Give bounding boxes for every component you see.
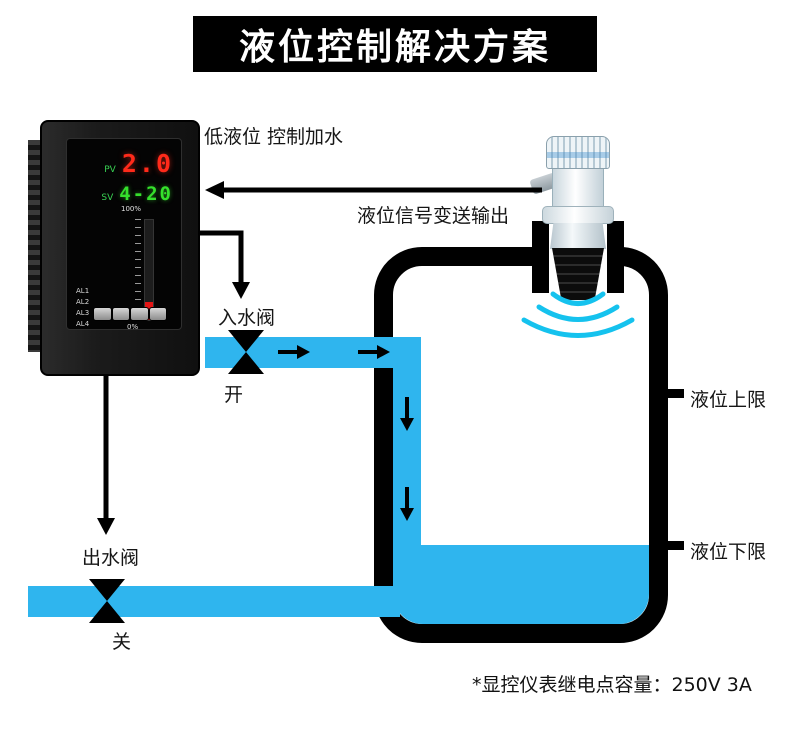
controller-display: PV 2.0 SV 4-20 100% 0% AL1 AL2 AL3 AL4 <box>66 138 182 331</box>
footnote: *显控仪表继电点容量：250V 3A <box>472 674 752 696</box>
pv-label: PV <box>104 165 116 175</box>
valve-close-label: 关 <box>112 631 132 653</box>
alarm-label: AL4 <box>76 320 90 328</box>
controller-buttons <box>93 307 167 321</box>
sensor-cap-band <box>547 152 609 158</box>
page-title: 液位控制解决方案 <box>193 16 597 72</box>
ultrasonic-sensor-body <box>552 169 604 209</box>
sensor-transducer-cone <box>552 248 604 300</box>
inlet-downpipe <box>393 337 421 552</box>
bargraph-ticks <box>135 219 141 321</box>
sv-value: 4-20 <box>119 183 173 205</box>
low-level-note-label: 低液位 控制加水 <box>204 126 344 148</box>
tank-water <box>393 545 649 624</box>
outlet-pipe <box>28 586 400 617</box>
bargraph-scale-top: 100% <box>121 205 142 213</box>
level-controller-device: PV 2.0 SV 4-20 100% 0% AL1 AL2 AL3 AL4 <box>28 120 200 376</box>
signal-arrow-icon <box>205 181 542 199</box>
inlet-pipe <box>205 337 421 368</box>
controller-body: PV 2.0 SV 4-20 100% 0% AL1 AL2 AL3 AL4 <box>40 120 200 376</box>
controller-button[interactable] <box>148 307 167 321</box>
signal-output-label: 液位信号变送输出 <box>357 205 510 227</box>
controller-button[interactable] <box>111 307 130 321</box>
alarm-label: AL2 <box>76 298 90 306</box>
pv-row: PV 2.0 <box>73 149 173 178</box>
sensor-mount-bracket-right <box>607 221 624 293</box>
pv-value: 2.0 <box>121 149 173 178</box>
valve-open-label: 开 <box>224 384 244 406</box>
controller-button[interactable] <box>93 307 112 321</box>
alarm-label: AL3 <box>76 309 90 317</box>
alarm-labels: AL1 AL2 AL3 AL4 <box>76 287 89 328</box>
controller-button[interactable] <box>130 307 149 321</box>
lower-limit-label: 液位下限 <box>690 541 767 563</box>
outlet-valve-label: 出水阀 <box>82 547 140 569</box>
bargraph <box>144 219 154 321</box>
inlet-valve-label: 入水阀 <box>218 307 276 329</box>
controller-to-inlet-arrow-icon <box>198 230 250 299</box>
sensor-flange <box>542 206 614 224</box>
sv-row: SV 4-20 <box>73 183 173 205</box>
bargraph-scale-bottom: 0% <box>127 323 139 331</box>
alarm-label: AL1 <box>76 287 90 295</box>
sensor-mount-bracket-left <box>532 221 549 293</box>
ultrasonic-sensor-cap <box>546 136 610 169</box>
sensor-collar <box>550 223 606 249</box>
sv-label: SV <box>101 193 114 203</box>
upper-limit-label: 液位上限 <box>690 389 767 411</box>
controller-to-outlet-arrow-icon <box>97 376 115 535</box>
